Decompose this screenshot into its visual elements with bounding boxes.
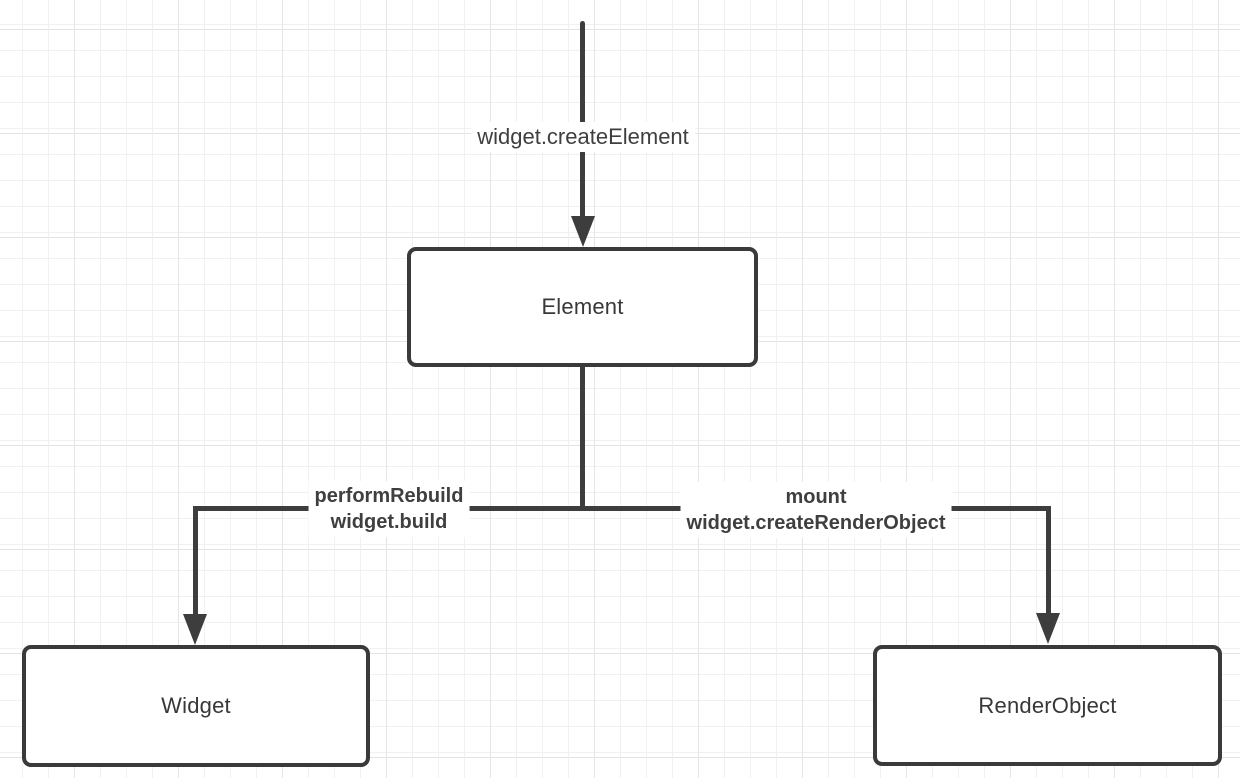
edge-label-createelement: widget.createElement [471,122,695,152]
arrow-down-icon [571,216,595,247]
edge-createelement-line [580,21,585,221]
edge-label-line: widget.build [330,511,448,533]
edge-renderobject-line [1046,506,1051,615]
edge-label-line: performRebuild [314,485,464,507]
edge-element-drop-line [580,366,585,508]
edge-widget-line [193,506,198,616]
edge-label-performrebuild: performRebuild widget.build [308,481,470,537]
node-renderobject: RenderObject [873,645,1222,766]
node-renderobject-label: RenderObject [978,692,1117,718]
edge-label-line: mount [785,486,847,508]
edge-branch-horizontal-line [193,506,1051,511]
arrow-down-icon [183,614,207,645]
node-widget-label: Widget [161,693,231,718]
edge-label-line: widget.createElement [477,124,689,149]
node-element: Element [407,247,758,367]
edge-label-mount: mount widget.createRenderObject [680,482,952,538]
edge-label-line: widget.createRenderObject [686,512,946,534]
node-widget: Widget [22,645,370,767]
arrow-down-icon [1036,613,1060,644]
node-element-label: Element [541,294,624,319]
